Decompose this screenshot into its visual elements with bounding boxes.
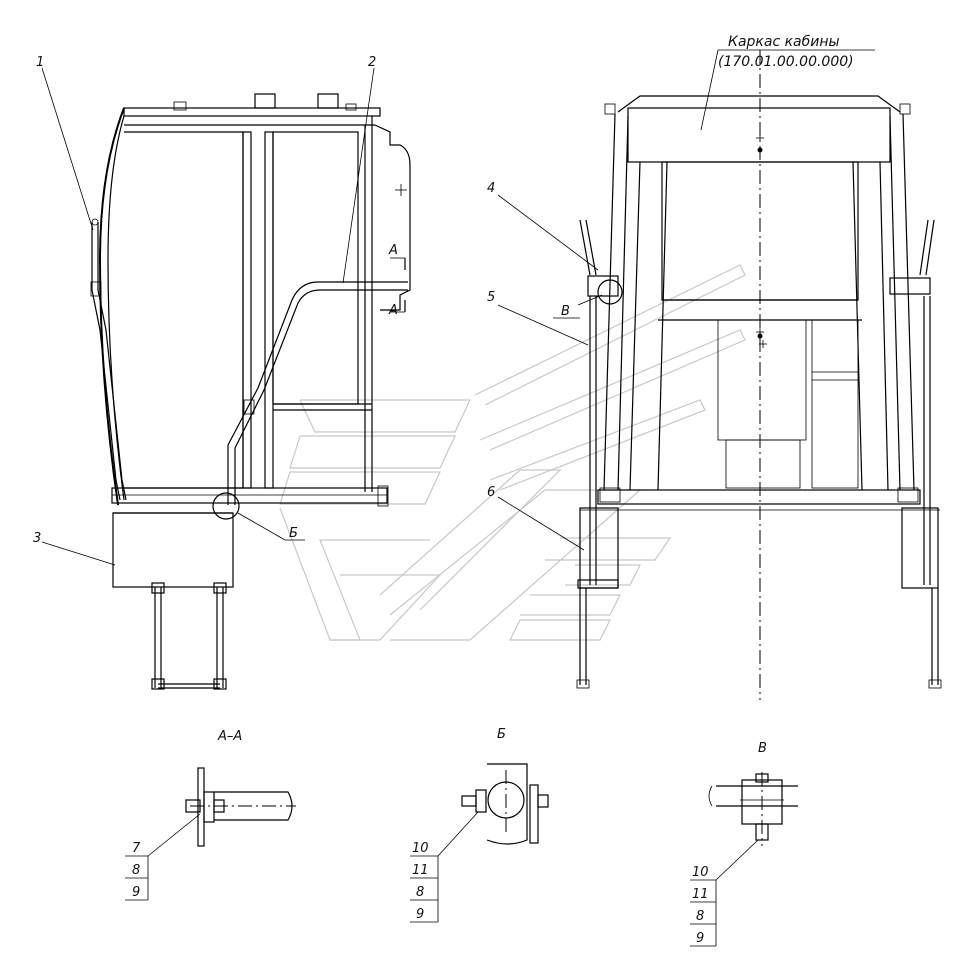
- detail-aa: [125, 767, 296, 901]
- callout-4: 4: [487, 181, 495, 196]
- detail-v-title: В: [758, 741, 767, 756]
- detail-v-part-1: 10: [692, 865, 709, 880]
- callout-5: 5: [487, 290, 495, 305]
- detail-b-part-3: 8: [416, 885, 424, 900]
- detail-b-part-2: 11: [412, 863, 429, 878]
- section-mark-v: В: [561, 304, 570, 319]
- detail-v-part-3: 8: [696, 909, 704, 924]
- detail-aa-part-2: 8: [132, 863, 140, 878]
- detail-v-part-2: 11: [692, 887, 709, 902]
- front-view: [576, 50, 942, 700]
- detail-b-part-1: 10: [412, 841, 429, 856]
- detail-b-part-4: 9: [416, 907, 424, 922]
- title-ref-code: (170.01.00.00.000): [718, 54, 854, 70]
- callout-3: 3: [33, 531, 41, 546]
- detail-aa-title: А–А: [217, 729, 242, 744]
- title-ref-name: Каркас кабины: [728, 34, 840, 50]
- section-mark-a-top: А: [388, 243, 398, 258]
- front-view-callouts: [497, 49, 875, 551]
- callout-6: 6: [487, 485, 495, 500]
- detail-b-title: Б: [497, 727, 506, 742]
- detail-aa-part-3: 9: [132, 885, 140, 900]
- section-mark-a-bottom: А: [388, 303, 398, 318]
- section-mark-b: Б: [289, 526, 298, 541]
- callout-2: 2: [368, 55, 376, 70]
- detail-aa-part-1: 7: [132, 841, 141, 856]
- detail-v-part-4: 9: [696, 931, 704, 946]
- detail-v: [690, 772, 798, 947]
- detail-b: [410, 763, 549, 923]
- side-view: [90, 93, 411, 690]
- callout-1: 1: [36, 55, 44, 70]
- watermark-logo: [279, 264, 746, 641]
- side-view-callouts: [41, 67, 375, 566]
